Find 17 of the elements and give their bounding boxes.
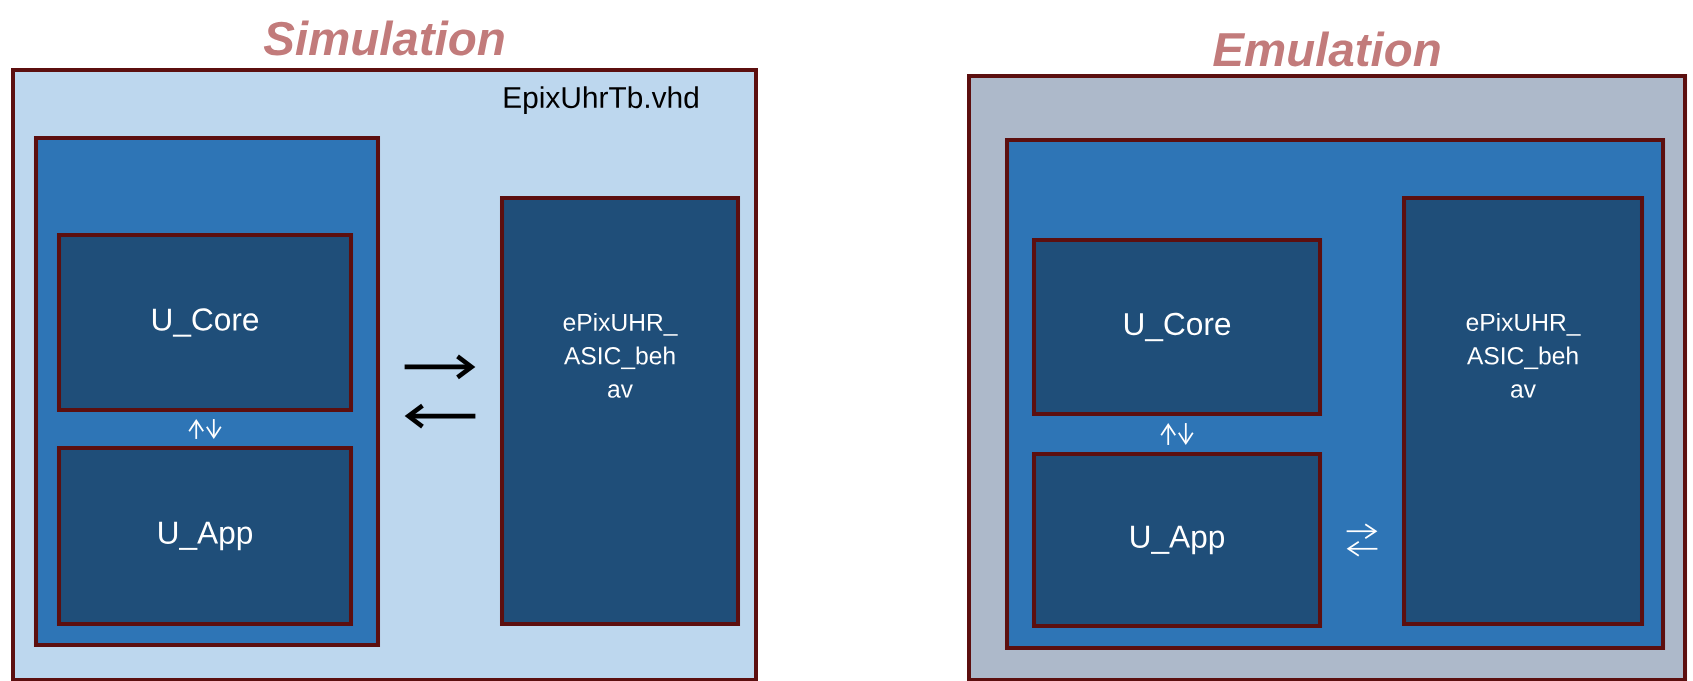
arrow: [1160, 423, 1177, 446]
arrow: [205, 418, 222, 439]
module-box: U_Core: [1032, 238, 1323, 417]
module-box: U_App: [57, 446, 354, 627]
module-box: U_Core: [57, 233, 354, 413]
arrow: [404, 354, 476, 380]
box-label: EpixUhrTb.vhd: [504, 86, 698, 115]
arrow: [1346, 540, 1379, 557]
title: Simulation: [263, 20, 504, 56]
arrow: [188, 419, 205, 440]
module-box: ePixUHR_ ASIC_beh av: [1402, 196, 1645, 627]
arrow: [1177, 422, 1194, 445]
module-box: U_App: [1032, 452, 1323, 629]
arrow: [1345, 523, 1378, 540]
module-box: ePixUHR_ ASIC_beh av: [500, 196, 741, 627]
title: Emulation: [1213, 31, 1440, 67]
arrow: [404, 403, 476, 429]
